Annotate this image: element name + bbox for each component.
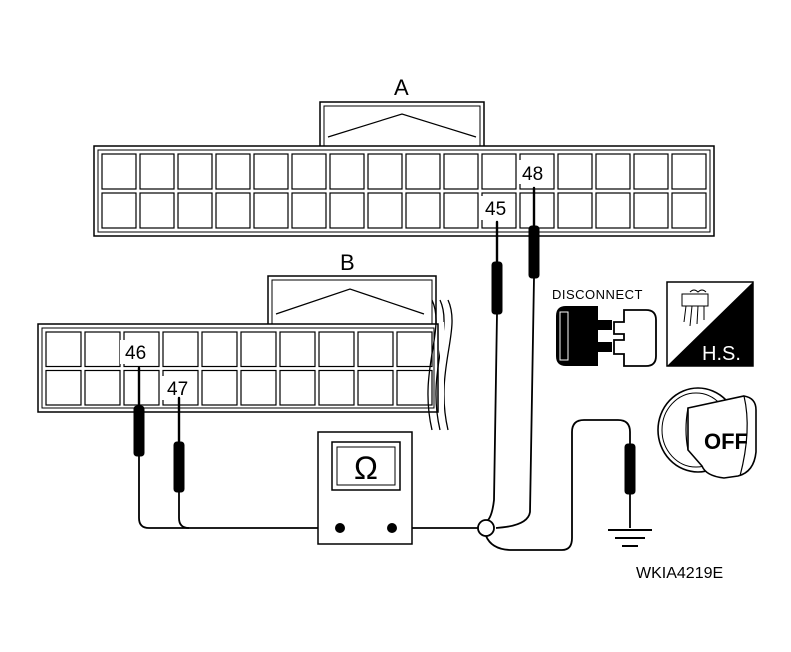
connector-a-cavity xyxy=(633,153,669,190)
connector-b-cavity xyxy=(201,369,238,406)
connector-a-label: A xyxy=(394,75,409,100)
connector-a-cavity xyxy=(291,153,327,190)
connector-a-cavity xyxy=(557,192,593,229)
connector-a-cavity xyxy=(633,192,669,229)
connector-b-cavity xyxy=(45,369,82,406)
connector-a-cavity xyxy=(595,192,631,229)
connector-b-cavity xyxy=(279,331,316,368)
connector-a-cavity xyxy=(291,192,327,229)
connector-a xyxy=(93,101,715,237)
ground-probe-handle xyxy=(624,443,636,495)
connector-a-cavity xyxy=(367,153,403,190)
connector-b-cavity xyxy=(162,331,199,368)
connector-a-cavity xyxy=(101,153,137,190)
connector-b-cavity xyxy=(357,331,394,368)
figure-code: WKIA4219E xyxy=(636,565,723,582)
wire-junction xyxy=(477,519,495,537)
connector-b-cavity xyxy=(279,369,316,406)
ohmmeter xyxy=(317,431,413,545)
connector-a-cavity xyxy=(101,192,137,229)
pin-47-label: 47 xyxy=(167,379,188,400)
disconnect-label: DISCONNECT xyxy=(552,287,643,302)
connector-b-cavity xyxy=(318,369,355,406)
connector-a-cavity xyxy=(367,192,403,229)
connector-a-cavity xyxy=(139,192,175,229)
connector-b-cavity xyxy=(201,331,238,368)
connector-b-label: B xyxy=(340,250,355,275)
probe-48-handle xyxy=(528,225,540,279)
connector-a-cavity xyxy=(177,153,213,190)
connector-b-cavity xyxy=(357,369,394,406)
connector-a-cavity xyxy=(443,192,479,229)
lead-48-wire xyxy=(495,277,535,529)
ground-lead-wire xyxy=(485,419,631,551)
connector-a-cavity xyxy=(177,192,213,229)
meter-terminal-right xyxy=(387,523,397,533)
pin-45-label: 45 xyxy=(485,199,506,220)
ignition-key-off-icon xyxy=(657,387,757,479)
connector-a-cavity xyxy=(329,192,365,229)
connector-b xyxy=(37,275,453,431)
lead-45-wire xyxy=(485,313,498,523)
connector-a-cavity xyxy=(481,153,517,190)
probe-45-handle xyxy=(491,261,503,315)
connector-b-cavity xyxy=(396,369,433,406)
connector-b-cavity xyxy=(396,331,433,368)
disconnect-connector-icon xyxy=(556,306,657,367)
lead-47-wire xyxy=(178,492,190,529)
connector-a-cavity xyxy=(253,153,289,190)
probe-47-handle xyxy=(173,441,185,493)
meter-terminal-left xyxy=(335,523,345,533)
ground-icon xyxy=(608,529,652,547)
connector-b-cavity xyxy=(84,369,121,406)
harness-side-label: H.S. xyxy=(702,343,741,365)
connector-a-cavity xyxy=(557,153,593,190)
ohm-symbol: Ω xyxy=(354,450,378,486)
connector-a-cavity xyxy=(215,192,251,229)
connector-a-cavity xyxy=(253,192,289,229)
connector-a-cavity xyxy=(405,192,441,229)
pin-46-label: 46 xyxy=(125,343,146,364)
connector-a-cavity xyxy=(139,153,175,190)
connector-b-cavity xyxy=(240,369,277,406)
connector-b-cavity xyxy=(45,331,82,368)
connector-b-cavity xyxy=(123,369,160,406)
harness-side-icon xyxy=(666,281,754,367)
connector-a-cavity xyxy=(215,153,251,190)
lead-46-wire xyxy=(138,456,340,529)
probe-46-handle xyxy=(133,405,145,457)
pin-48-label: 48 xyxy=(522,164,543,185)
connector-a-cavity xyxy=(595,153,631,190)
connector-b-cavity xyxy=(318,331,355,368)
connector-a-cavity xyxy=(443,153,479,190)
connector-b-cavity xyxy=(240,331,277,368)
connector-a-cavity xyxy=(671,153,707,190)
connector-a-cavity xyxy=(405,153,441,190)
connector-a-cavity xyxy=(329,153,365,190)
connector-a-cavity xyxy=(671,192,707,229)
ignition-off-label: OFF xyxy=(704,429,748,454)
